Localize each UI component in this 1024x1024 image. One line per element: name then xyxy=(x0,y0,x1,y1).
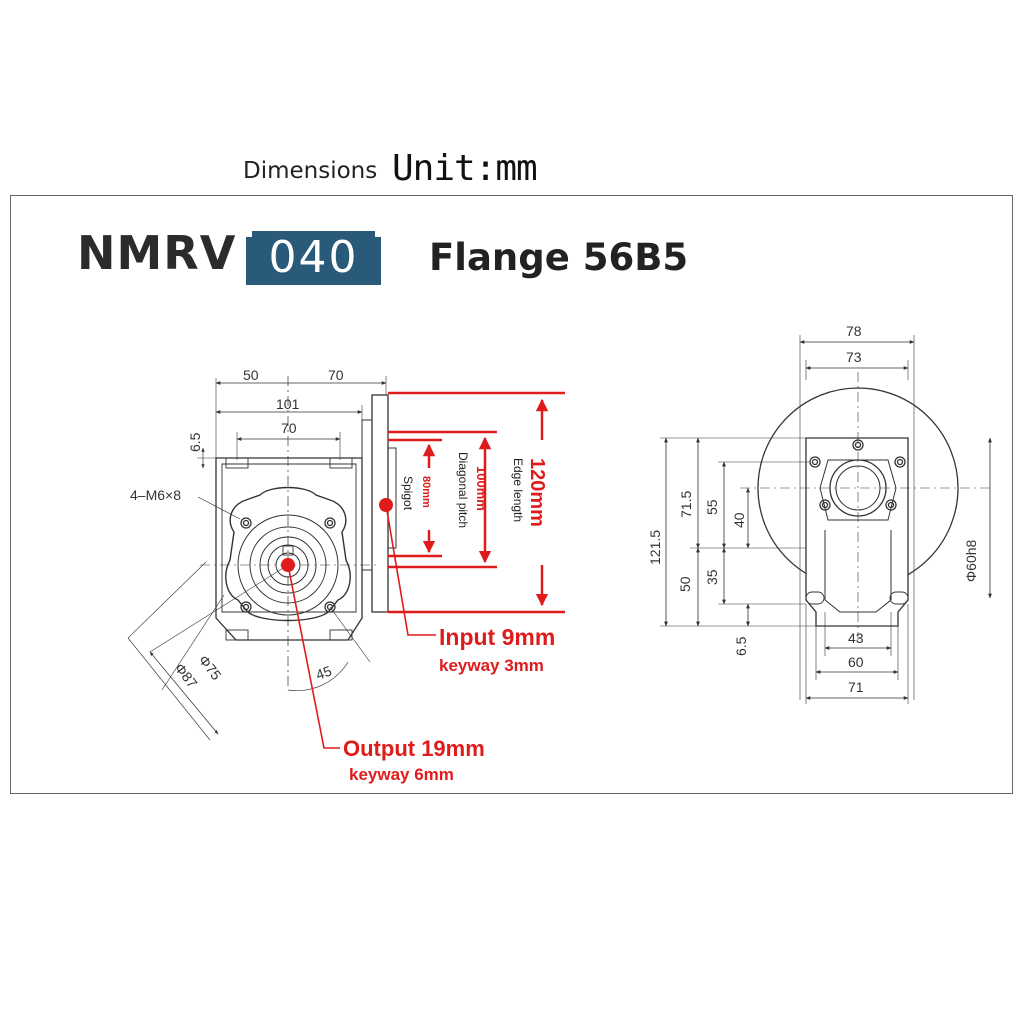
dim-78: 78 xyxy=(846,323,862,339)
drawing-frame xyxy=(10,195,1013,794)
dim-35: 35 xyxy=(704,569,720,585)
callout-labels: 120mm Edge length 100mm Diagonal pitch 8… xyxy=(343,452,555,784)
bolt-spec: 4–M6×8 xyxy=(130,487,181,503)
dimensions-label: Dimensions xyxy=(243,158,378,184)
dim-60: 60 xyxy=(848,654,864,670)
input-title: Input 9mm xyxy=(439,624,555,650)
dim-43: 43 xyxy=(848,630,864,646)
model-code-badge: 040 xyxy=(246,231,381,285)
dim-70-top: 70 xyxy=(328,367,344,383)
diagonal-pitch-label: Diagonal pitch xyxy=(456,452,470,528)
side-view-labels: 78 73 121.5 71.5 55 40 50 35 6.5 43 60 7… xyxy=(647,323,979,695)
edge-length-value: 120mm xyxy=(526,458,548,527)
dim-6-5: 6.5 xyxy=(187,432,203,452)
dim-73: 73 xyxy=(846,349,862,365)
output-title: Output 19mm xyxy=(343,736,485,761)
dim-71: 71 xyxy=(848,679,864,695)
input-keyway: keyway 3mm xyxy=(439,656,544,675)
dim-101: 101 xyxy=(276,396,300,412)
spigot-value: 80mm xyxy=(420,476,432,508)
dim-70: 70 xyxy=(281,420,297,436)
diagonal-pitch-value: 100mm xyxy=(474,466,489,511)
dia-60h8: Φ60h8 xyxy=(963,539,979,582)
flange-title: Flange 56B5 xyxy=(429,236,689,279)
output-keyway: keyway 6mm xyxy=(349,765,454,784)
spigot-label: Spigot xyxy=(401,476,415,511)
unit-label: Unit:mm xyxy=(392,148,538,189)
dim-55: 55 xyxy=(704,499,720,515)
dia-75: Φ75 xyxy=(196,652,225,683)
front-view xyxy=(127,376,397,741)
dim-50-side: 50 xyxy=(677,576,693,592)
dim-71-5: 71.5 xyxy=(678,491,694,518)
flange-callouts xyxy=(281,391,565,749)
dim-40: 40 xyxy=(731,512,747,528)
dim-121-5: 121.5 xyxy=(647,530,663,565)
side-view xyxy=(660,335,992,704)
angle-45: 45 xyxy=(314,662,334,682)
dia-87: Φ87 xyxy=(172,660,201,691)
front-view-labels: 50 70 101 70 6.5 4–M6×8 Φ75 Φ87 45 xyxy=(130,367,344,691)
model-prefix: NMRV xyxy=(77,226,237,280)
edge-length-label: Edge length xyxy=(511,458,525,522)
dim-50: 50 xyxy=(243,367,259,383)
dim-6-5-side: 6.5 xyxy=(733,636,749,656)
